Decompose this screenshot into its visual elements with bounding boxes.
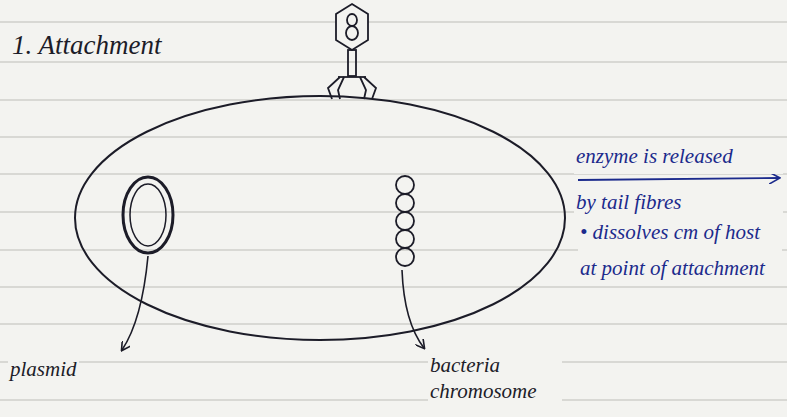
leader-arrow <box>122 256 148 350</box>
ruled-lines <box>0 22 787 400</box>
note-arrow <box>578 178 779 180</box>
bacteriophage <box>328 4 376 99</box>
part-label: bacteria chromosome <box>428 352 562 404</box>
note-text: enzyme is released <box>574 138 783 174</box>
part-label: plasmid <box>8 356 79 382</box>
plasmid-drawing <box>123 177 173 253</box>
heading: 1. Attachment <box>10 30 163 61</box>
bacterial-cell <box>75 96 565 340</box>
note-text: • dissolves cm of host at point of attac… <box>578 214 782 286</box>
chromosome-drawing <box>396 176 414 266</box>
leader-arrow <box>402 270 424 348</box>
